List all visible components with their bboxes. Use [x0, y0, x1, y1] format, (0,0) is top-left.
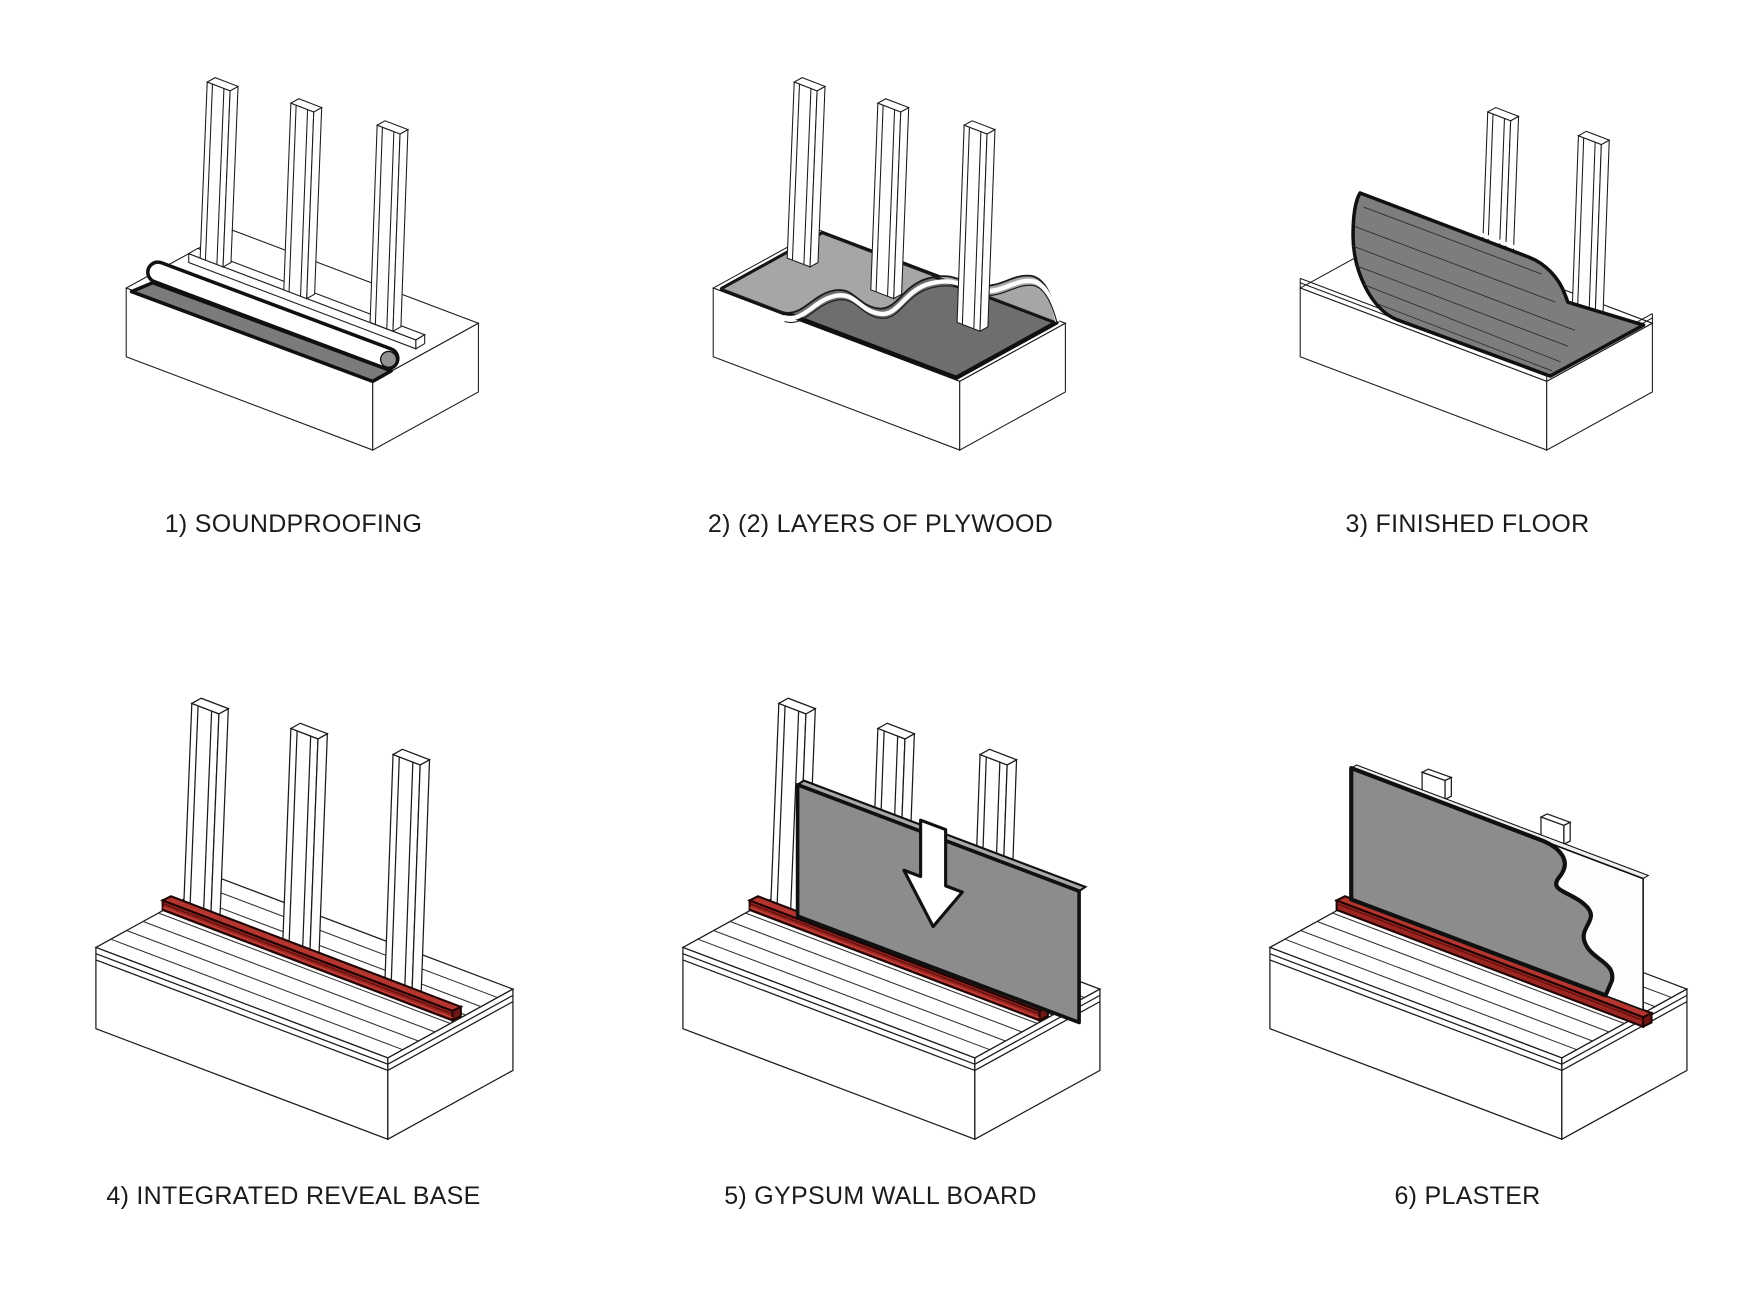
metal-studs: [199, 77, 410, 333]
stud: [956, 120, 997, 333]
stud: [182, 697, 230, 924]
stud: [281, 722, 329, 962]
caption-gypsum: 5) GYPSUM WALL BOARD: [724, 1182, 1037, 1210]
stud: [369, 120, 410, 333]
diagram-gypsum: [680, 697, 1101, 1141]
caption-soundproofing: 1) SOUNDPROOFING: [164, 510, 423, 538]
soundproofing-mat: [129, 260, 400, 384]
metal-studs: [786, 77, 997, 333]
stud: [1570, 130, 1611, 343]
diagram-reveal-base: [93, 697, 514, 1141]
caption-reveal-base: 4) INTEGRATED REVEAL BASE: [106, 1182, 481, 1210]
diagram-plaster: [1267, 764, 1688, 1141]
plank-seams: [1352, 206, 1576, 372]
diagram-soundproofing: [124, 77, 480, 451]
floor-planks: [682, 886, 1100, 1072]
floor-planks: [1269, 886, 1687, 1072]
panel-plaster: [1174, 668, 1761, 1158]
caption-finished-floor: 3) FINISHED FLOOR: [1345, 510, 1590, 538]
reveal-base-strip: [1333, 895, 1654, 1029]
down-arrow-icon: [901, 818, 964, 929]
caption-plaster: 6) PLASTER: [1394, 1182, 1541, 1210]
metal-studs: [182, 697, 431, 1000]
plaster-coat: [1348, 765, 1614, 998]
finished-floor-sheet: [1351, 186, 1646, 378]
stud: [283, 98, 323, 300]
diagram-finished-floor: [1298, 106, 1654, 451]
stud: [786, 77, 827, 268]
panel-soundproofing: [0, 52, 587, 466]
plywood-edge-thickness: [782, 278, 1060, 322]
reveal-base-strip: [159, 895, 463, 1023]
caption-plywood: 2) (2) LAYERS OF PLYWOOD: [707, 510, 1054, 538]
panel-finished-floor: [1174, 52, 1761, 466]
mat-roll: [146, 260, 400, 371]
panel-plywood: [587, 52, 1174, 466]
stud: [870, 98, 910, 300]
panel-gypsum: [587, 668, 1174, 1158]
gypsum-wall-board: [794, 779, 1088, 1025]
stud: [383, 748, 431, 1000]
panel-reveal-base: [0, 668, 587, 1158]
stud: [199, 77, 240, 268]
diagram-plywood: [711, 77, 1067, 451]
